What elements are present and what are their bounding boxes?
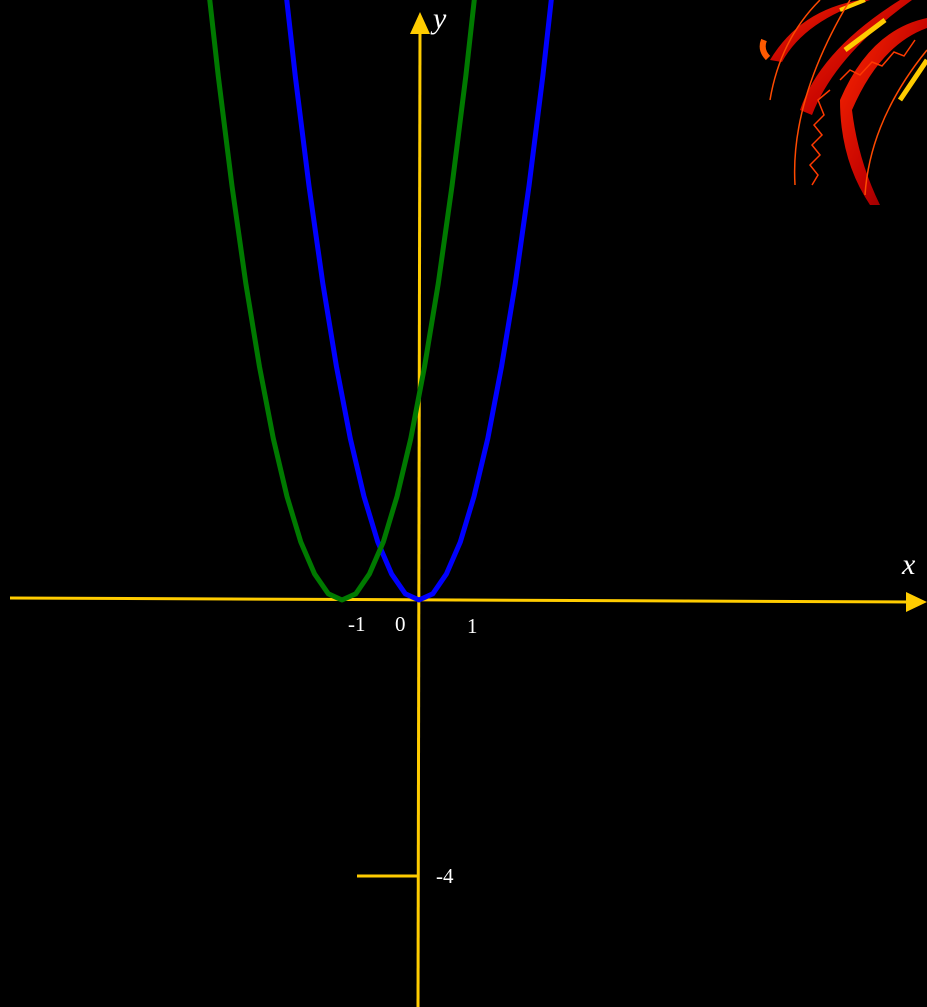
x-axis-title: x	[901, 548, 916, 581]
x-tick-label-1: 1	[467, 614, 478, 638]
y-axis-arrowhead	[410, 12, 430, 34]
y-tick-label-neg4: -4	[436, 864, 454, 888]
y-axis-title: y	[430, 2, 447, 35]
series-line-blue	[284, 0, 554, 603]
series-line-green	[207, 0, 477, 603]
x-tick-label-0: 0	[395, 612, 406, 636]
x-tick-label-neg1: -1	[348, 612, 366, 636]
x-axis-arrowhead	[906, 592, 927, 612]
y-axis	[416, 27, 422, 1007]
fireworks-comet-icon	[759, 0, 927, 205]
x-axis	[9, 596, 913, 604]
